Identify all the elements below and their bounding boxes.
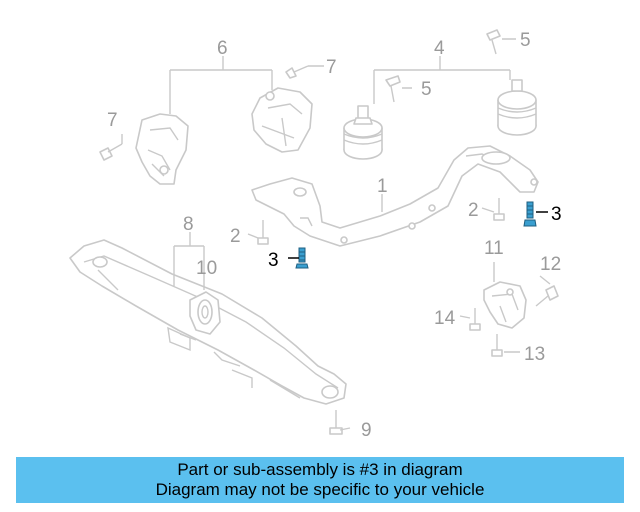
bolt-12	[535, 285, 559, 307]
banner-line-2: Diagram may not be specific to your vehi…	[155, 480, 485, 499]
callout-12: 12	[540, 254, 561, 275]
callout-6: 6	[217, 38, 228, 59]
callout-5a: 5	[520, 30, 531, 51]
bolt-2-right	[493, 198, 505, 221]
bolt-5-upper	[486, 29, 501, 55]
callout-13: 13	[524, 344, 545, 365]
callout-5b: 5	[421, 79, 432, 100]
callouts: 1 2 2 3 3 4 5 5 6 7 7 8 9 10 11 12 13 14	[107, 30, 562, 441]
callout-7b: 7	[107, 110, 118, 131]
bolt-7-upper	[285, 65, 309, 79]
engine-mount-left-part	[343, 105, 383, 160]
bolt-13	[491, 334, 503, 357]
bolt-3-highlighted-left[interactable]	[295, 247, 309, 269]
callout-2a: 2	[230, 226, 241, 247]
bolt-5-lower	[385, 75, 401, 103]
leader-lines	[121, 38, 551, 431]
bracket-left-part	[135, 113, 189, 185]
callout-3a[interactable]: 3	[268, 250, 279, 271]
center-mount-part	[189, 291, 221, 335]
callout-9: 9	[361, 420, 372, 441]
banner-line-1: Part or sub-assembly is #3 in diagram	[177, 460, 463, 479]
callout-1: 1	[377, 176, 388, 197]
callout-11: 11	[484, 238, 504, 259]
callout-3b[interactable]: 3	[551, 204, 562, 225]
bolt-7-lower	[99, 143, 123, 161]
bolt-9	[329, 410, 343, 435]
bracket-11-part	[483, 281, 527, 329]
callout-8: 8	[183, 214, 194, 235]
callout-14: 14	[434, 308, 456, 329]
bracket-right-part	[251, 87, 313, 153]
callout-4: 4	[434, 38, 445, 59]
bolt-2-left	[257, 220, 269, 245]
bolt-3-highlighted-right[interactable]	[523, 201, 537, 227]
callout-10: 10	[196, 258, 217, 279]
subframe-part	[251, 145, 539, 247]
callout-2b: 2	[468, 200, 479, 221]
engine-mount-right-part	[497, 79, 537, 136]
callout-7a: 7	[326, 57, 337, 78]
info-banner: Part or sub-assembly is #3 in diagram Di…	[16, 457, 624, 503]
bolt-14	[469, 308, 481, 331]
